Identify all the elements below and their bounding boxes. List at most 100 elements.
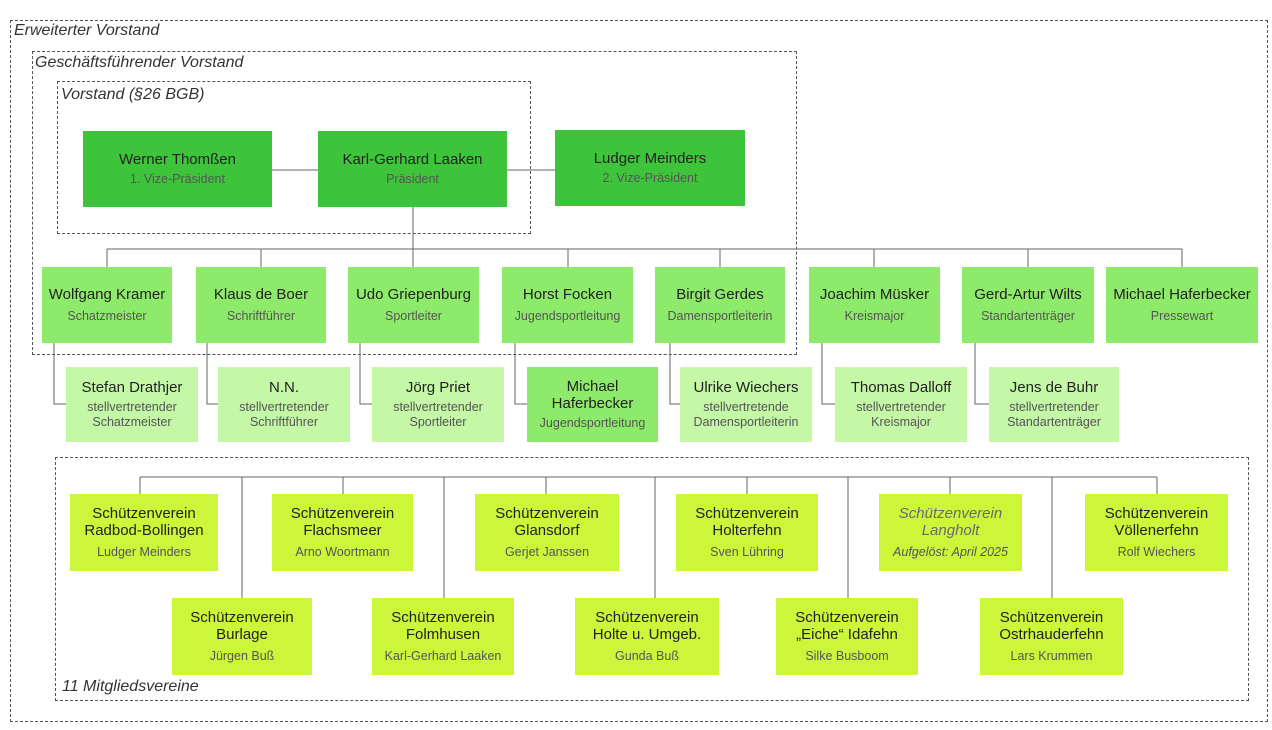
club-line2: Holterfehn [712,522,782,539]
person-role-line1: stellvertretender [239,400,329,414]
club-person: Gerjet Janssen [504,545,590,559]
club-line2: Glansdorf [514,522,580,539]
club-line2: „Eiche“ Idafehn [796,626,898,643]
person-role: 1. Vize-Präsident [130,172,225,186]
box-sportleiter: Udo Griepenburg Sportleiter [348,267,479,343]
person-role-line2: Standartenträger [1007,415,1101,429]
box-stv-kreismajor: Thomas Dalloff stellvertretender Kreisma… [835,367,967,442]
person-name: Werner Thomßen [119,151,236,168]
box-damensportleiterin: Birgit Gerdes Damensportleiterin [655,267,785,343]
person-name-line2: Haferbecker [551,395,634,412]
box-stv-schriftfuehrer: N.N. stellvertretender Schriftführer [218,367,350,442]
person-name: Jörg Priet [405,379,471,396]
box-stv-damensportleiterin: Ulrike Wiechers stellvertretende Damensp… [680,367,812,442]
frame-label-vorstand: Vorstand (§26 BGB) [61,86,205,103]
club-line2: Burlage [216,626,268,643]
club-person: Sven Lühring [710,545,784,559]
box-stv-sportleiter: Jörg Priet stellvertretender Sportleiter [372,367,504,442]
club-line2: Radbod-Bollingen [84,522,204,539]
frame-mitgliedsvereine [55,457,1249,701]
person-role-line1: stellvertretender [87,400,177,414]
person-role: Schatzmeister [67,309,147,323]
person-name: Gerd-Artur Wilts [974,286,1082,303]
person-role: Präsident [386,172,439,186]
person-role: Standartenträger [981,309,1075,323]
club-holte: Schützenverein Holte u. Umgeb. Gunda Buß [575,598,719,675]
person-name: Karl-Gerhard Laaken [342,151,483,168]
club-line1: Schützenverein [391,609,495,626]
box-schatzmeister: Wolfgang Kramer Schatzmeister [42,267,172,343]
person-name: Jens de Buhr [1009,379,1099,396]
person-name: Thomas Dalloff [850,379,952,396]
person-name: Ludger Meinders [593,150,707,167]
club-person: Jürgen Buß [209,649,275,663]
person-role-line1: stellvertretende [703,400,789,414]
club-status: Aufgelöst: April 2025 [893,545,1008,559]
person-role-line1: stellvertretender [393,400,483,414]
person-name: Joachim Müsker [819,286,930,303]
person-name: Horst Focken [522,286,613,303]
club-line1: Schützenverein [495,505,599,522]
club-line1: Schützenverein [999,609,1104,626]
person-role: Damensportleiterin [667,309,773,323]
club-line2: Holte u. Umgeb. [592,626,702,643]
person-role: 2. Vize-Präsident [602,171,698,185]
person-name: Ulrike Wiechers [693,379,799,396]
club-holterfehn: Schützenverein Holterfehn Sven Lühring [676,494,818,571]
person-name: Wolfgang Kramer [48,286,166,303]
person-role-line2: Damensportleiterin [693,415,799,429]
box-vize-praesident-1: Werner Thomßen 1. Vize-Präsident [83,131,272,207]
club-line1: Schützenverein [795,609,899,626]
club-eiche-idafehn: Schützenverein „Eiche“ Idafehn Silke Bus… [776,598,918,675]
club-ostrhauderfehn: Schützenverein Ostrhauderfehn Lars Krumm… [980,598,1123,675]
person-name-line1: Michael [566,378,619,395]
frame-vorstand-26-bgb [57,81,531,234]
person-role: Jugendsportleitung [514,309,621,323]
frame-label-geschaeft: Geschäftsführender Vorstand [35,54,244,71]
club-langholt: Schützenverein Langholt Aufgelöst: April… [879,494,1022,571]
club-line1: Schützenverein [898,505,1003,522]
club-line2: Flachsmeer [303,522,382,539]
box-pressewart: Michael Haferbecker Pressewart [1106,267,1258,343]
club-line1: Schützenverein [595,609,699,626]
club-glansdorf: Schützenverein Glansdorf Gerjet Janssen [475,494,619,571]
person-role-line1: stellvertretender [856,400,946,414]
club-radbod-bollingen: Schützenverein Radbod-Bollingen Ludger M… [70,494,218,571]
person-role-line2: Schriftführer [249,415,319,429]
club-person: Lars Krummen [1010,649,1093,663]
club-line1: Schützenverein [190,609,294,626]
club-line1: Schützenverein [92,505,196,522]
person-role-line2: Sportleiter [409,415,467,429]
person-name: N.N. [269,379,299,396]
box-schriftfuehrer: Klaus de Boer Schriftführer [196,267,326,343]
club-person: Rolf Wiechers [1117,545,1196,559]
club-line2: Folmhusen [405,626,481,643]
person-role: Pressewart [1150,309,1214,323]
box-vize-praesident-2: Ludger Meinders 2. Vize-Präsident [555,130,745,206]
club-person: Arno Woortmann [295,545,390,559]
club-line2: Ostrhauderfehn [999,626,1104,643]
person-name: Stefan Drathjer [81,379,183,396]
person-role: Kreismajor [844,309,905,323]
frame-erweiterter-vorstand [10,20,1268,722]
person-role: Schriftführer [226,309,296,323]
club-line1: Schützenverein [695,505,799,522]
box-stv-schatzmeister: Stefan Drathjer stellvertretender Schatz… [66,367,198,442]
person-role-line2: Schatzmeister [92,415,172,429]
person-role: Sportleiter [385,309,442,323]
person-name: Klaus de Boer [213,286,309,303]
club-person: Ludger Meinders [97,545,191,559]
club-line2: Langholt [921,522,980,539]
club-line2: Völlenerfehn [1114,522,1199,539]
frame-label-erweitert: Erweiterter Vorstand [14,22,160,39]
box-kreismajor: Joachim Müsker Kreismajor [809,267,940,343]
box-jugendsportleitung-2: Michael Haferbecker Jugendsportleitung [527,367,658,442]
club-person: Silke Busboom [805,649,889,663]
person-role: Jugendsportleitung [539,416,646,430]
person-role-line2: Kreismajor [871,415,931,429]
club-person: Gunda Buß [615,649,679,663]
person-role-line1: stellvertretender [1009,400,1099,414]
frame-label-vereine: 11 Mitgliedsvereine [62,678,199,695]
frame-geschaeftsfuehrender-vorstand [32,51,797,355]
